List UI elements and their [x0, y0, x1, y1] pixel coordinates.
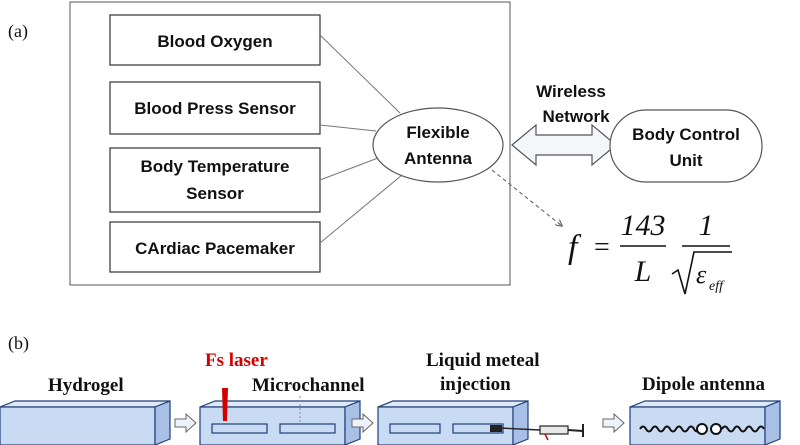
sensor-label-line2: Sensor — [186, 184, 244, 203]
step-label-liquid-metal-line1: Liquid meteal — [426, 350, 539, 371]
panel-a-frame — [69, 1, 511, 286]
fs-laser-label: Fs laser — [205, 350, 268, 371]
sensor-label: CArdiac Pacemaker — [135, 239, 295, 258]
sensor-label-line1: Body Temperature — [141, 157, 290, 176]
control-unit-line1: Body Control — [632, 125, 740, 144]
step-label-dipole-antenna: Dipole antenna — [642, 374, 765, 395]
hydrogel-block — [0, 400, 171, 445]
control-unit-line2: Unit — [669, 151, 702, 170]
dipole-antenna-block — [629, 400, 781, 445]
wireless-label-line2: Network — [542, 107, 610, 126]
step-label-microchannel: Microchannel — [252, 375, 365, 396]
sensor-connectors — [319, 34, 403, 244]
body-control-unit-node: Body Control Unit — [609, 109, 763, 183]
panel-b-label: (b) — [8, 333, 29, 354]
antenna-label-line2: Antenna — [404, 149, 473, 168]
sensor-cardiac-pacemaker: CArdiac Pacemaker — [109, 221, 321, 273]
formula-denominator: L — [634, 255, 652, 288]
injection-block — [377, 400, 529, 445]
frequency-formula: f = 143 L 1 ε eff — [568, 209, 732, 295]
panel-a-label: (a) — [8, 21, 28, 42]
formula-epsilon: ε — [696, 260, 707, 289]
syringe-icon — [499, 424, 584, 441]
step-label-liquid-metal-line2: injection — [440, 374, 511, 395]
dipole-arm-right — [721, 425, 765, 433]
formula-one: 1 — [699, 209, 714, 242]
formula-equals: = — [594, 232, 610, 263]
laser-beam-icon — [222, 388, 228, 421]
formula-subscript: eff — [709, 279, 725, 294]
sensor-blood-press: Blood Press Sensor — [109, 81, 321, 135]
process-arrow-icon — [351, 412, 374, 434]
formula-numerator: 143 — [621, 209, 666, 242]
sqrt-sign-icon — [671, 251, 732, 295]
wireless-double-arrow-icon — [511, 123, 617, 167]
dipole-arm-left — [639, 425, 701, 433]
flexible-antenna-node: Flexible Antenna — [372, 107, 504, 183]
process-arrow-icon — [174, 412, 197, 434]
process-arrow-icon — [602, 412, 625, 434]
step-label-hydrogel: Hydrogel — [48, 375, 124, 396]
sensor-blood-oxygen: Blood Oxygen — [109, 14, 321, 66]
formula-pointer-arrow — [491, 169, 562, 226]
formula-lhs: f — [568, 229, 582, 266]
sensor-label: Blood Oxygen — [157, 32, 272, 51]
wireless-label-line1: Wireless — [536, 82, 606, 101]
sensor-body-temperature: Body Temperature Sensor — [109, 147, 321, 213]
antenna-label-line1: Flexible — [406, 123, 469, 142]
sensor-label: Blood Press Sensor — [134, 99, 296, 118]
